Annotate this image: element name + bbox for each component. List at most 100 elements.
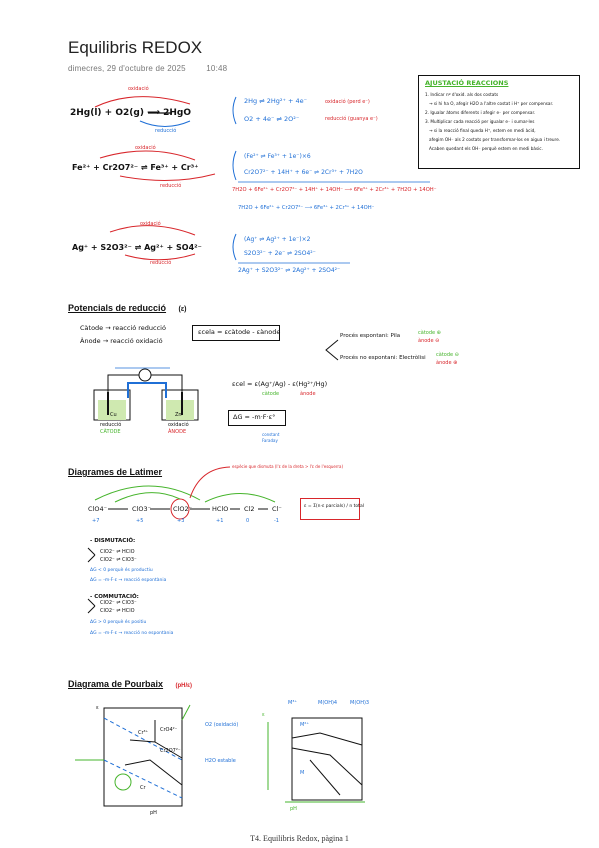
r3-equation: Ag⁺ + S2O3²⁻ ⇌ Ag²⁺ + SO4²⁻: [72, 243, 202, 252]
nonspont-anode: ànode ⊕: [436, 360, 458, 366]
page-date: dimecres, 29 d'octubre de 2025 10:48: [68, 64, 245, 73]
latimer-species-0: ClO4⁻: [88, 505, 108, 513]
spontaneous-process: Procés espontani: Pila: [340, 333, 401, 339]
brace-1: [232, 96, 237, 125]
r2-half1: (Fe²⁺ ⇌ Fe³⁺ + 1e⁻)×6: [244, 153, 311, 160]
latimer-species-5: Cl⁻: [272, 505, 282, 513]
adjust-line: 3. Multiplicar cada reacció per igualar …: [425, 119, 535, 124]
pb-label-cr3: Cr³⁺: [138, 730, 149, 736]
latimer-ox-3: +1: [216, 518, 224, 524]
brace-potentials: [325, 339, 339, 361]
r1-half2-tag: reducció (guanya e⁻): [325, 116, 378, 122]
r1-half2: O2 + 4e⁻ ⇌ 2O²⁻: [244, 115, 300, 123]
commutation-title: - COMMUTACIÓ:: [90, 594, 139, 600]
gibbs-formula: ΔG = -m·F·ε°: [233, 413, 276, 421]
nonspont-cathode: càtode ⊖: [436, 352, 459, 358]
adjust-line: afegim OH⁻ als 2 costats per transformar…: [429, 137, 561, 142]
latimer-arrows: [94, 466, 276, 520]
gibbs-note-1: constant: [262, 432, 280, 437]
comm-line-0: ClO2⁻ ⇌ ClO3⁻: [100, 600, 137, 606]
latimer-species-3: HClO: [212, 505, 229, 513]
dism-line-2: ΔG < 0 perquè és productiu: [90, 568, 153, 573]
cell-label-zn: Zn: [175, 412, 182, 418]
r2-half2: Cr2O7²⁻ + 14H⁺ + 6e⁻ ⇌ 2Cr³⁺ + 7H2O: [244, 169, 363, 176]
r3-half2: S2O3²⁻ + 2e⁻ ⇌ 2SO4²⁻: [244, 250, 316, 257]
dism-brace: [87, 547, 96, 563]
latimer-ox-5: -1: [274, 518, 279, 524]
r2-ox-label: oxidació: [135, 145, 156, 151]
spont-anode: ànode ⊖: [418, 338, 440, 344]
gibbs-formula-box: ΔG = -m·F·ε°: [228, 410, 286, 426]
dism-line-0: ClO2⁻ ⇌ HClO: [100, 549, 135, 555]
latimer-formula-box: ε = Σ(n·ε parcials) / n total: [300, 498, 364, 520]
adjust-line: → si la reacció final queda H⁺, estem en…: [429, 128, 536, 133]
dism-line-1: ClO2⁻ ⇌ ClO3⁻: [100, 557, 137, 563]
r2-red-label: reducció: [160, 183, 182, 189]
dismutation-title: - DISMUTACIÓ:: [90, 538, 136, 544]
pourbaix-left-plot: [75, 704, 191, 807]
latimer-ox-0: +7: [92, 518, 100, 524]
r2-equation: Fe²⁺ + Cr2O7²⁻ ⇌ Fe³⁺ + Cr³⁺: [72, 163, 199, 172]
r2-final: 7H2O + 6Fe²⁺ + Cr2O7²⁻ ⟶ 6Fe³⁺ + 2Cr³⁺ +…: [238, 205, 375, 211]
r3-half1: (Ag⁺ ⇌ Ag²⁺ + 1e⁻)×2: [244, 236, 311, 243]
potentials-symbol: (ε): [178, 306, 187, 313]
page-title: Equilibris REDOX: [68, 38, 203, 57]
pb-label-cr: Cr: [140, 785, 146, 791]
ecell-formula-box: εcela = εcàtode - εànode: [192, 325, 280, 341]
r1-half1: 2Hg ⇌ 2Hg²⁺ + 4e⁻: [244, 97, 308, 105]
pb-r-label-1: M(OH)4: [318, 700, 338, 706]
page-footer: T4. Equilibris Redox, pàgina 1: [250, 834, 349, 843]
arc-reduction-2: [119, 173, 216, 181]
potentials-heading: Potencials de reducció: [68, 303, 167, 313]
adjust-title: AJUSTACIÓ REACCIONS: [425, 79, 509, 87]
cell-label-cu: Cu: [110, 412, 117, 418]
cathode-def: Càtode → reacció reducció: [80, 324, 166, 332]
arc-oxidation-3: [109, 225, 196, 236]
anode-def: Ànode → reacció oxidació: [80, 337, 163, 345]
r3-ox-label: oxidació: [140, 221, 161, 227]
pb-r-label-eps: ε: [262, 712, 265, 718]
r1-red-label: reducció: [155, 128, 177, 134]
r2-sum: 7H2O + 6Fe²⁺ + Cr2O7²⁻ + 14H⁺ + 14OH⁻ ⟶ …: [232, 187, 437, 193]
cell-label-anode: ÀNODE: [168, 429, 187, 435]
pb-r-label-4: M: [300, 770, 305, 776]
pb-label-cro4: CrO4²⁻: [160, 727, 178, 733]
cell-sub-anode: ànode: [300, 391, 316, 397]
spont-cathode: càtode ⊕: [418, 330, 441, 336]
comm-line-2: ΔG > 0 perquè és positiu: [90, 620, 147, 625]
brace-2: [232, 150, 237, 181]
adjust-line: Acaben quedant els OH⁻ perquè estem en m…: [429, 146, 543, 151]
pb-ph-axis: pH: [150, 810, 157, 816]
dism-line-3: ΔG = -m·F·ε → reacció espontània: [90, 578, 167, 583]
arc-reduction-1: [139, 120, 191, 127]
arc-oxidation-2: [99, 150, 196, 161]
cell-label-cathode: CÀTODE: [100, 429, 121, 435]
comm-line-1: ClO2⁻ ⇌ HClO: [100, 608, 135, 614]
date-text: dimecres, 29 d'octubre de 2025: [68, 64, 186, 73]
pourbaix-note: (pH/ε): [175, 683, 193, 689]
arc-oxidation-1: [94, 96, 191, 108]
gibbs-note-2: Faraday: [262, 438, 278, 443]
adjust-line: 2. Igualar àtoms diferents i afegir e⁻ p…: [425, 110, 536, 115]
time-text: 10:48: [206, 64, 228, 73]
galvanic-cell: [93, 367, 199, 421]
pb-r-label-ph: pH: [290, 806, 297, 812]
pb-r-label-3: M²⁺: [300, 722, 309, 728]
pb-eps-axis: ε: [96, 705, 99, 711]
latimer-ox-4: 0: [246, 518, 250, 524]
pb-label-h2o: H2O estable: [205, 758, 236, 764]
cell-label-reduction: reducció: [100, 422, 122, 428]
latimer-ox-1: +5: [136, 518, 144, 524]
comm-line-3: ΔG = -m·F·ε → reacció no espontània: [90, 631, 174, 636]
r3-final: 2Ag⁺ + S2O3²⁻ ⇌ 2Ag²⁺ + 2SO4²⁻: [238, 267, 341, 274]
r1-ox-label: oxidació: [128, 86, 149, 92]
r1-half1-tag: oxidació (perd e⁻): [325, 99, 370, 105]
latimer-heading: Diagrames de Latimer: [68, 467, 163, 477]
cell-potential-formula: εcel = ε(Ag⁺/Ag) - ε(Hg²⁺/Hg): [232, 380, 328, 388]
pb-label-o2: O2 (oxidació): [205, 722, 239, 728]
pb-r-label-2: M(OH)3: [350, 700, 370, 706]
nonspontaneous-process: Procés no espontani: Electròlisi: [340, 355, 426, 361]
latimer-note: espècie que dismuta (l'ε de la dreta > l…: [232, 464, 344, 469]
latimer-species-4: Cl2: [244, 505, 255, 513]
